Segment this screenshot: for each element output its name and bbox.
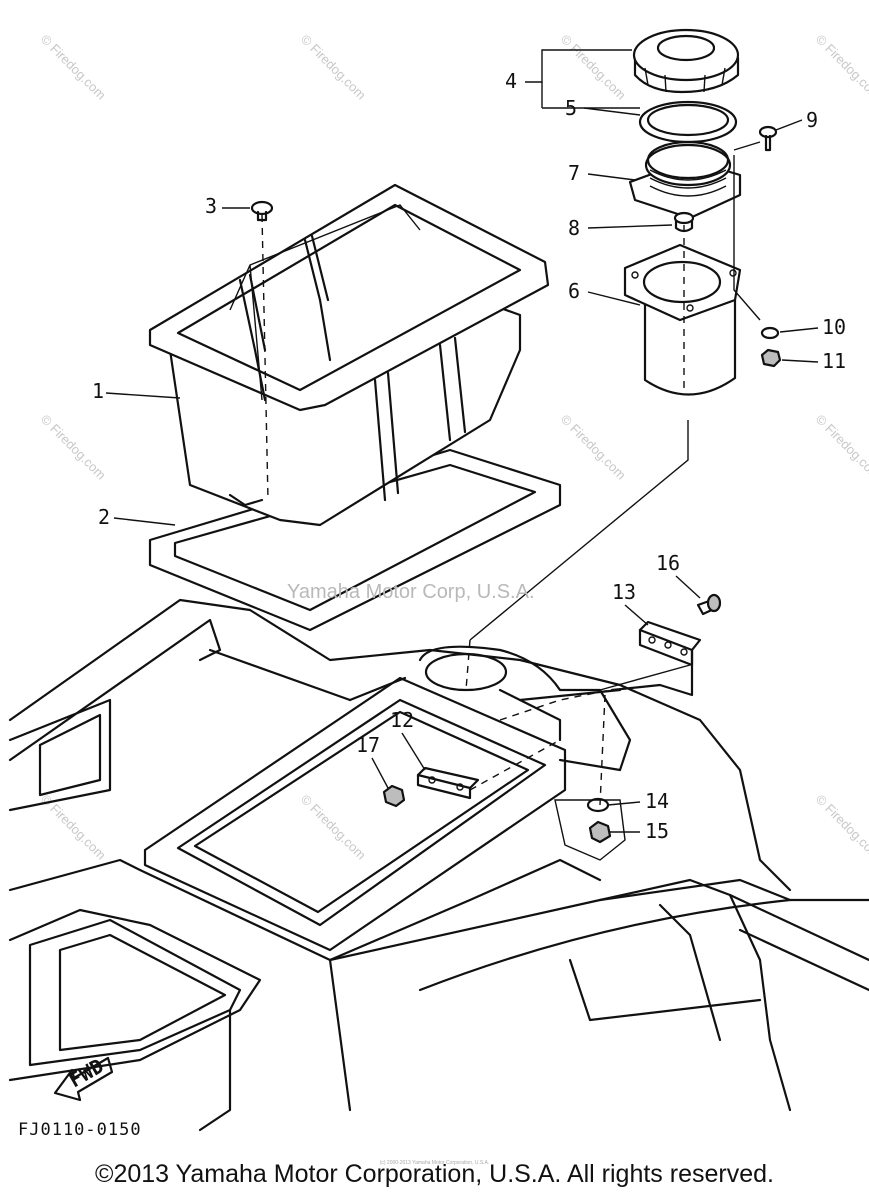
diagram-code: FJ0110-0150 bbox=[18, 1120, 142, 1140]
callout-7: 7 bbox=[568, 161, 580, 185]
callout-15: 15 bbox=[645, 819, 669, 843]
watermark-text: © Firedog.com bbox=[38, 412, 109, 483]
part-2-gasket bbox=[148, 448, 562, 632]
callout-16: 16 bbox=[656, 551, 680, 575]
callout-10: 10 bbox=[822, 315, 846, 339]
callout-12: 12 bbox=[390, 708, 414, 732]
callout-2: 2 bbox=[98, 505, 110, 529]
part-4-cap bbox=[632, 28, 740, 94]
part-7-flange bbox=[628, 140, 742, 220]
watermark-text: © Firedog.com bbox=[298, 792, 369, 863]
watermark-text: © Firedog.com bbox=[813, 792, 869, 863]
part-5-o-ring bbox=[638, 100, 738, 144]
watermark-text: © Firedog.com bbox=[558, 412, 629, 483]
part-6-canister bbox=[623, 243, 742, 396]
callout-6: 6 bbox=[568, 279, 580, 303]
watermark-center: Yamaha Motor Corp, U.S.A. bbox=[287, 581, 535, 603]
callout-9: 9 bbox=[806, 108, 818, 132]
callout-labels: 1 2 3 4 5 6 7 8 9 10 11 12 13 14 15 16 1… bbox=[92, 49, 846, 843]
callout-11: 11 bbox=[822, 349, 846, 373]
part-1-storage-box bbox=[148, 183, 550, 527]
callout-17: 17 bbox=[356, 733, 380, 757]
callout-1: 1 bbox=[92, 379, 104, 403]
watermark-group: © Firedog.com © Firedog.com © Firedog.co… bbox=[38, 32, 869, 863]
callout-4: 4 bbox=[505, 69, 517, 93]
copyright-notice: ©2013 Yamaha Motor Corporation, U.S.A. A… bbox=[95, 1160, 774, 1188]
callout-8: 8 bbox=[568, 216, 580, 240]
hull-deck bbox=[8, 598, 869, 1132]
watermark-text: © Firedog.com bbox=[298, 32, 369, 103]
watermark-text: © Firedog.com bbox=[813, 32, 869, 103]
assembly-lines bbox=[261, 141, 761, 806]
watermark-text: © Firedog.com bbox=[813, 412, 869, 483]
callout-13: 13 bbox=[612, 580, 636, 604]
watermark-text: © Firedog.com bbox=[558, 32, 629, 103]
watermark-text: © Firedog.com bbox=[38, 32, 109, 103]
callout-14: 14 bbox=[645, 789, 669, 813]
small-print: (c) 2000-2013 Yamaha Motor Corporation, … bbox=[379, 1160, 490, 1166]
callout-3: 3 bbox=[205, 194, 217, 218]
